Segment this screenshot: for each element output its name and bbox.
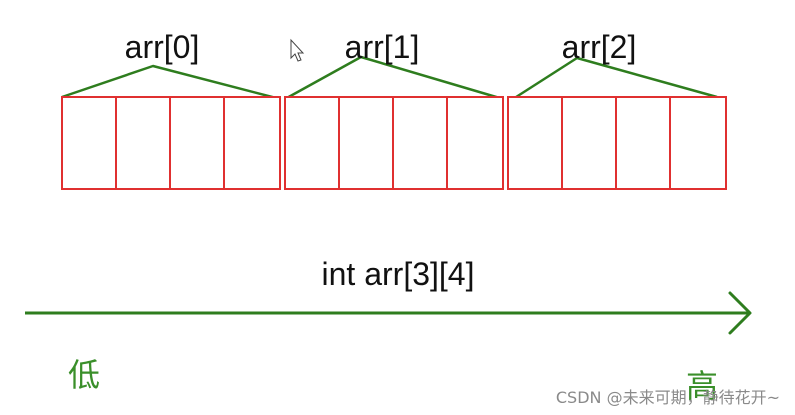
high-address-label: 高 [686,367,718,405]
row-label-0: arr[0] [125,29,200,65]
row-label-2: arr[2] [562,29,637,65]
cell-0-1 [115,96,171,190]
brace-row-0 [61,64,281,101]
cell-1-0 [284,96,340,190]
cell-0-2 [169,96,225,190]
low-address-label: 低 [68,356,100,394]
watermark: CSDN @未来可期，静待花开~ [556,388,780,407]
brace-row-2 [512,56,718,101]
cell-2-2 [615,96,671,190]
mouse-cursor-icon [290,38,305,62]
array-declaration: int arr[3][4] [322,256,475,292]
cell-2-1 [561,96,617,190]
cell-2-0 [507,96,563,190]
cell-0-3 [223,96,281,190]
brace-row-1 [284,55,504,101]
array-row-2: arr[2] [507,29,727,190]
arrow-right-icon [728,291,752,335]
cell-1-2 [392,96,448,190]
array-row-1: arr[1] [284,29,504,190]
address-axis [25,291,752,335]
cell-1-1 [338,96,394,190]
cell-2-3 [669,96,727,190]
cell-0-0 [61,96,117,190]
row-label-1: arr[1] [345,29,420,65]
array-row-0: arr[0] [61,29,281,190]
cell-1-3 [446,96,504,190]
